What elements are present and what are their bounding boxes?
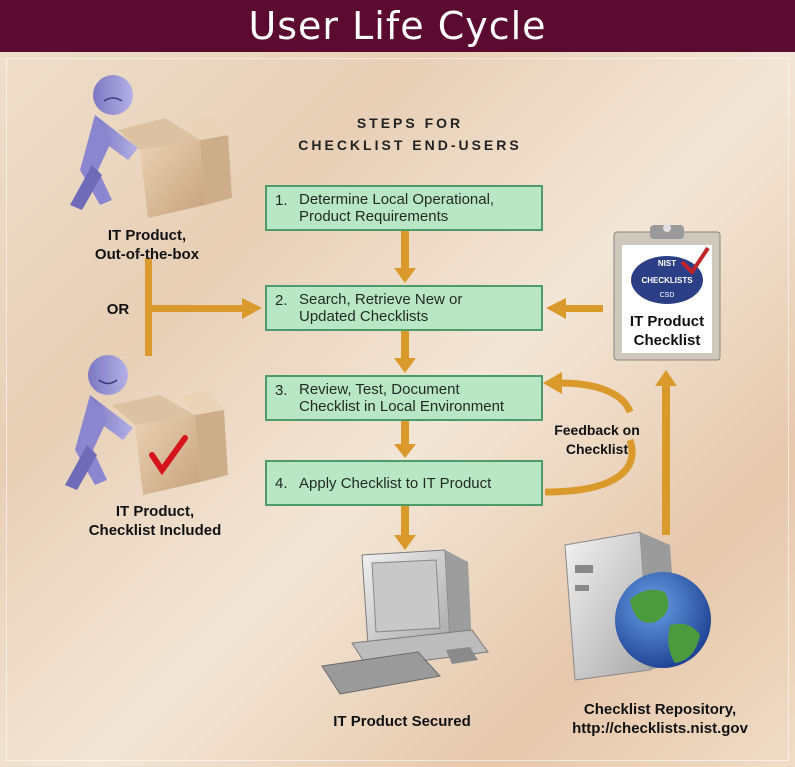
steps-heading: STEPS FOR CHECKLIST END-USERS: [298, 115, 522, 153]
or-connector: [145, 258, 262, 356]
step-2-text: Search, Retrieve New or Updated Checklis…: [299, 291, 463, 325]
step-4-number: 4.: [275, 474, 288, 492]
arrow-step2-to-step3: [394, 331, 416, 373]
label-feedback: Feedback on Checklist: [554, 422, 640, 457]
arrow-repository-to-clipboard: [655, 370, 677, 535]
label-checklist-repository: Checklist Repository, http://checklists.…: [572, 701, 748, 737]
step-1-number: 1.: [275, 192, 288, 209]
title-bar: User Life Cycle: [0, 0, 795, 52]
label-it-product-checklist: IT Product Checklist: [629, 313, 705, 349]
person-with-box-icon: [70, 75, 232, 218]
step-3-text: Review, Test, Document Checklist in Loca…: [299, 381, 505, 415]
step-4-box: 4. Apply Checklist to IT Product: [265, 460, 543, 506]
feedback-loop-arrow: [543, 372, 636, 496]
inner-frame: [6, 58, 789, 761]
step-2-number: 2.: [275, 292, 288, 309]
person-with-checked-box-icon: [65, 355, 228, 495]
arrow-step3-to-step4: [394, 421, 416, 458]
arrow-step1-to-step2: [394, 231, 416, 283]
computer-icon: [321, 549, 489, 695]
clipboard-icon: NIST CHECKLISTS CSD: [613, 224, 721, 361]
arrow-clipboard-to-step2: [546, 298, 603, 319]
clipboard-badge-top: NIST: [658, 259, 676, 268]
label-it-product-secured: IT Product Secured: [333, 713, 471, 730]
step-3-number: 3.: [275, 382, 288, 399]
label-or: OR: [106, 301, 130, 318]
page-title: User Life Cycle: [248, 4, 547, 48]
label-out-of-box: IT Product, Out-of-the-box: [94, 227, 200, 263]
label-checklist-included: IT Product, Checklist Included: [88, 503, 222, 539]
step-1-text: Determine Local Operational, Product Req…: [299, 191, 495, 225]
step-3-box: 3. Review, Test, Document Checklist in L…: [265, 375, 543, 421]
clipboard-badge-bottom: CSD: [660, 292, 675, 299]
clipboard-badge-main: CHECKLISTS: [641, 276, 693, 285]
server-globe-icon: [564, 531, 711, 681]
step-1-box: 1. Determine Local Operational, Product …: [265, 185, 543, 231]
arrow-step4-to-secured: [394, 506, 416, 550]
step-2-box: 2. Search, Retrieve New or Updated Check…: [265, 285, 543, 331]
step-4-text: Apply Checklist to IT Product: [299, 474, 492, 492]
